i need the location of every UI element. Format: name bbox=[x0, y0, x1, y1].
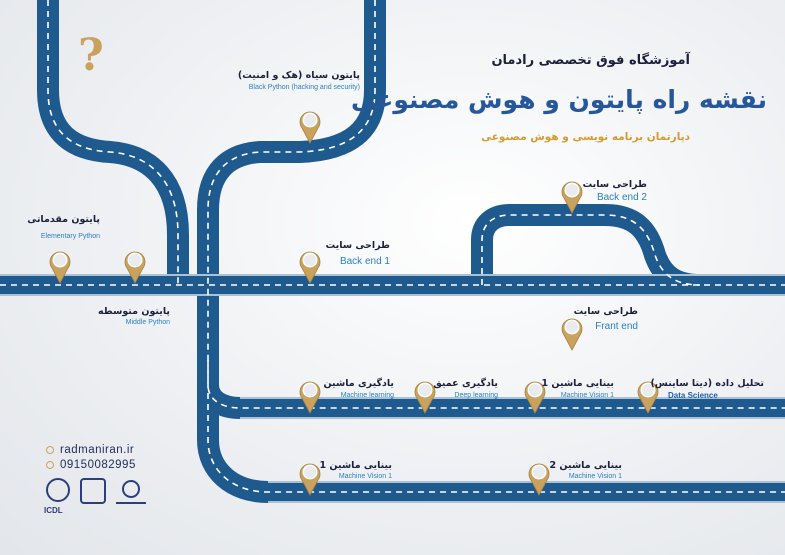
milestone-mv2-title: بینایی ماشین 2 bbox=[549, 460, 622, 471]
milestone-ml-subtitle: Machine learning bbox=[340, 392, 394, 399]
milestone-frontend-subtitle: Frant end bbox=[595, 321, 638, 332]
milestone-ds-subtitle: Data Science bbox=[668, 391, 718, 400]
phone-text: 09150082995 bbox=[60, 459, 136, 471]
map-pin-icon[interactable] bbox=[298, 460, 322, 496]
map-pin-icon[interactable] bbox=[48, 248, 72, 284]
milestone-dl-title: یادگیری عمیق bbox=[433, 378, 498, 389]
map-pin-icon[interactable] bbox=[413, 378, 437, 414]
page-title: نقشه راه پایتون و هوش مصنوعی bbox=[350, 85, 767, 114]
website-text: radmaniran.ir bbox=[60, 444, 135, 456]
milestone-ds-title: تحلیل داده (دیتا ساینس) bbox=[650, 378, 764, 389]
map-pin-icon[interactable] bbox=[523, 378, 547, 414]
map-pin-icon[interactable] bbox=[636, 378, 660, 414]
map-pin-icon[interactable] bbox=[298, 378, 322, 414]
map-pin-icon[interactable] bbox=[123, 248, 147, 284]
milestone-backend2-subtitle: Back end 2 bbox=[596, 192, 647, 203]
school-name: آموزشگاه فوق تخصصی رادمان bbox=[491, 53, 690, 68]
milestone-mv1-bottom-subtitle: Machine Vision 1 bbox=[338, 473, 392, 480]
map-pin-icon[interactable] bbox=[560, 178, 584, 214]
milestone-backend1-subtitle: Back end 1 bbox=[339, 256, 390, 267]
milestone-dl-subtitle: Deep learning bbox=[454, 392, 498, 399]
icdl-logo bbox=[46, 478, 70, 502]
milestone-mv1-top-subtitle: Machine Vision 1 bbox=[560, 392, 614, 399]
location-icon bbox=[46, 445, 54, 454]
milestone-intro-python-title: پایتون مقدماتی bbox=[27, 214, 100, 225]
milestone-mv1-bottom-title: بینایی ماشین 1 bbox=[319, 460, 392, 471]
milestone-ml-title: یادگیری ماشین bbox=[323, 378, 394, 389]
map-pin-icon[interactable] bbox=[560, 315, 584, 351]
milestone-backend1-title: طراحی سایت bbox=[325, 240, 390, 251]
lane-markings bbox=[0, 0, 785, 493]
milestone-middle-python-subtitle: Middle Python bbox=[125, 319, 170, 326]
partner-logo-icon bbox=[80, 478, 106, 504]
milestone-black-python-subtitle: Black Python (hacking and security) bbox=[248, 84, 360, 91]
milestone-mv2-subtitle: Machine Vision 1 bbox=[568, 473, 622, 480]
website-link[interactable]: radmaniran.ir bbox=[46, 444, 134, 456]
milestone-intro-python-subtitle: Elementary Python bbox=[40, 233, 100, 240]
milestone-frontend-title: طراحی سایت bbox=[573, 306, 638, 317]
milestone-mv1-top-title: بینایی ماشین 1 bbox=[541, 378, 614, 389]
milestone-backend2-title: طراحی سایت bbox=[582, 179, 647, 190]
map-pin-icon[interactable] bbox=[298, 248, 322, 284]
icdl-label: ICDL bbox=[44, 506, 63, 515]
map-pin-icon[interactable] bbox=[527, 460, 551, 496]
milestone-black-python-title: پایتون سیاه (هک و امنیت) bbox=[237, 70, 360, 81]
department-subtitle: دپارتمان برنامه نویسی و هوش مصنوعی bbox=[481, 131, 690, 143]
milestone-middle-python-title: پایتون متوسطه bbox=[97, 306, 170, 317]
map-pin-icon[interactable] bbox=[298, 108, 322, 144]
radman-logo-icon bbox=[116, 478, 146, 504]
road-left-curve bbox=[37, 0, 189, 285]
phone-link[interactable]: 09150082995 bbox=[46, 459, 136, 471]
question-mark-icon: ? bbox=[78, 30, 104, 81]
phone-icon bbox=[46, 460, 54, 469]
